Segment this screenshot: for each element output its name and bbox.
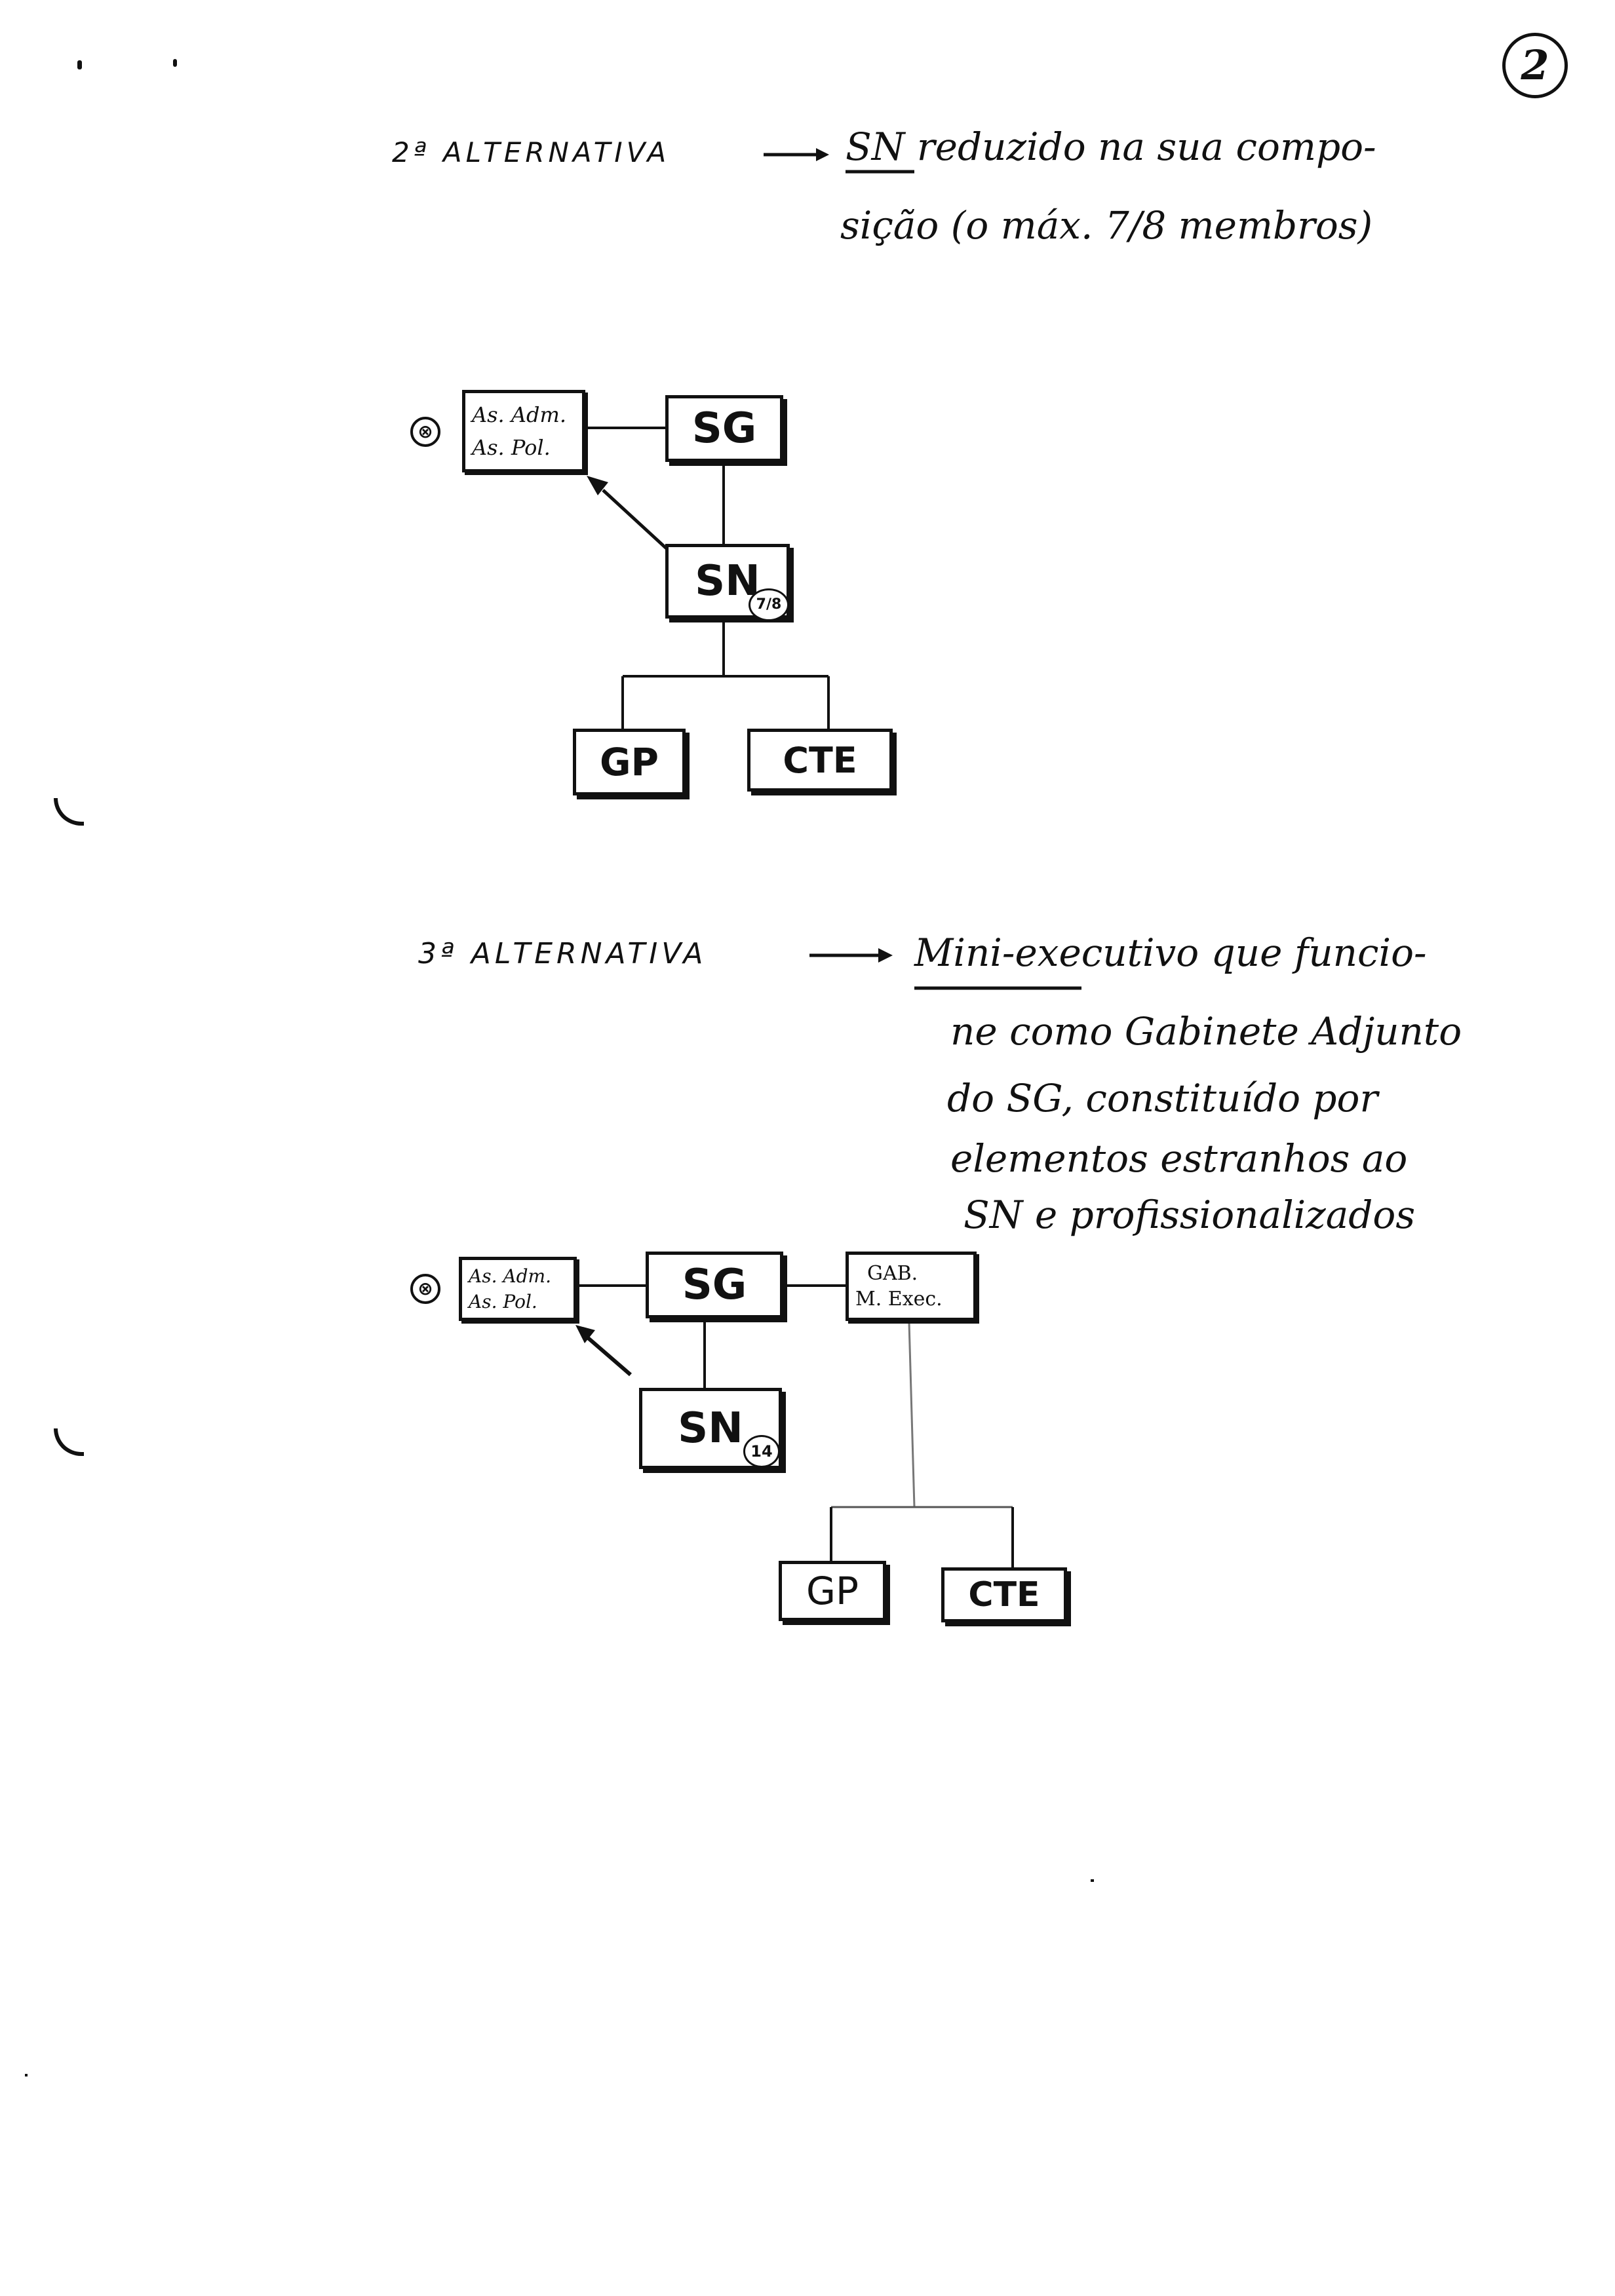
ink-speck <box>77 60 82 69</box>
gab-line2: M. Exec. <box>855 1288 943 1311</box>
sn-member-count-badge: 14 <box>743 1435 780 1468</box>
sn-label: SN <box>695 557 760 605</box>
sn-box: SN <box>639 1388 782 1469</box>
section2-heading: 2ª ALTERNATIVA <box>392 136 671 168</box>
ink-speck <box>25 2074 28 2076</box>
gp-box: GP <box>573 729 686 795</box>
advisors-marker-icon: ⊗ <box>410 417 440 447</box>
sn-label: SN <box>678 1404 743 1453</box>
cte-box: CTE <box>941 1567 1067 1622</box>
section3-heading: 3ª ALTERNATIVA <box>418 937 707 970</box>
section3-note-line4: elementos estranhos ao <box>950 1136 1408 1181</box>
gp-box: GP <box>779 1561 886 1621</box>
section3-note-line5: SN e profissionalizados <box>963 1193 1416 1237</box>
sn-box: SN <box>665 544 790 619</box>
section2-note-line1: SN reduzido na sua compo- <box>846 124 1376 169</box>
sn-member-count-badge: 7/8 <box>749 588 789 621</box>
cte-box: CTE <box>747 729 893 792</box>
gab-exec-box: GAB. M. Exec. <box>846 1252 977 1321</box>
advisors-line2: As. Pol. <box>472 435 551 460</box>
sg-box: SG <box>665 395 783 462</box>
advisors-box: As. Adm. As. Pol. <box>459 1257 577 1321</box>
section3-note-line3: do SG, constituído por <box>947 1076 1378 1120</box>
page-number: 2 <box>1502 33 1568 98</box>
advisors-line1: As. Adm. <box>469 1265 551 1287</box>
ink-speck <box>173 59 177 67</box>
section2-note-line2: sição (o máx. 7/8 membros) <box>840 203 1373 248</box>
advisors-line2: As. Pol. <box>469 1291 537 1312</box>
advisors-box: As. Adm. As. Pol. <box>462 390 585 472</box>
section3-note-line1: Mini-executivo que funcio- <box>914 930 1427 975</box>
advisors-line1: As. Adm. <box>472 402 566 427</box>
gab-line1: GAB. <box>867 1262 918 1285</box>
section3-note-line2: ne como Gabinete Adjunto <box>950 1009 1462 1054</box>
advisors-marker-icon: ⊗ <box>410 1274 440 1304</box>
sg-box: SG <box>646 1252 783 1318</box>
ink-speck <box>1091 1879 1094 1882</box>
